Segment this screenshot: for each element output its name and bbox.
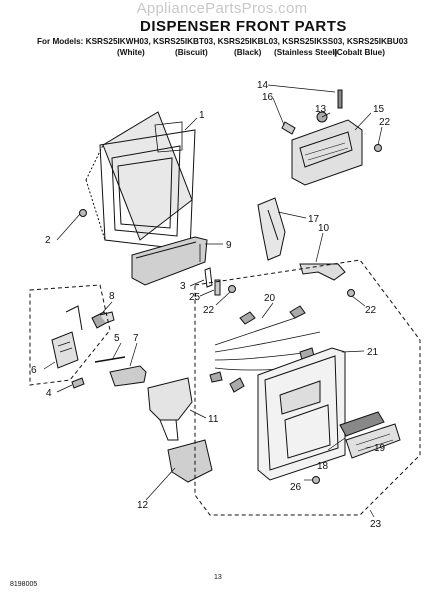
part-21-front-panel [257,347,346,481]
label-part-22-right: 22 [365,305,377,316]
document-number: 8198005 [10,581,38,588]
label-part-20: 20 [264,293,276,304]
label-part-5: 5 [114,333,120,344]
part-8-plug [91,311,115,329]
label-part-18: 18 [317,461,329,472]
part-26-screw [312,476,320,484]
model-list: For Models: KSRS25IKWH03, KSRS25IKBT03, … [37,37,408,46]
part-17-bracket [257,197,286,261]
page-number: 13 [214,574,222,581]
finish-stainless-steel: (Stainless Steel) [274,48,338,57]
label-part-4: 4 [46,388,52,399]
part-15-switch-housing [281,89,382,186]
part-9-drip-tray [131,236,208,286]
label-part-17: 17 [308,214,320,225]
finish-black: (Black) [234,48,262,57]
label-part-13: 13 [315,104,327,115]
label-part-6: 6 [31,365,37,376]
part-3-25-clips [79,209,355,297]
label-part-22-middle: 22 [203,305,215,316]
label-part-25: 25 [189,292,201,303]
part-12-cradle [167,439,213,483]
part-1-housing [85,111,196,251]
finish-biscuit: (Biscuit) [175,48,208,57]
label-part-12: 12 [137,500,149,511]
diagram-title: DISPENSER FRONT PARTS [140,18,347,35]
part-labels: 1 2 3 4 5 6 7 8 9 10 11 12 13 14 15 16 1… [31,80,391,530]
label-part-8: 8 [109,291,115,302]
label-part-2: 2 [45,235,51,246]
label-part-23: 23 [370,519,382,530]
label-part-15: 15 [373,104,385,115]
watermark: AppliancePartsPros.com [136,0,308,17]
label-part-22-upper: 22 [379,117,391,128]
part-18-19-control-pad [339,411,401,459]
label-part-1: 1 [199,110,205,121]
label-part-9: 9 [226,240,232,251]
part-20-wire-harness [209,305,321,393]
label-part-14: 14 [257,80,269,91]
label-part-10: 10 [318,223,330,234]
leader-lines [43,84,383,518]
part-10-lever [299,263,346,281]
finish-white: (White) [117,48,145,57]
label-part-26: 26 [290,482,302,493]
part-6-module [51,305,83,369]
finish-cobalt-blue: (Cobalt Blue) [334,48,385,57]
label-part-19: 19 [374,443,386,454]
label-part-7: 7 [133,333,139,344]
label-part-11: 11 [208,414,219,425]
label-part-16: 16 [262,92,274,103]
left-group-outline [29,284,111,386]
label-part-21: 21 [367,347,379,358]
part-23-assembly-outline [194,259,421,516]
part-11-actuator-arm [147,377,193,441]
label-part-3: 3 [180,281,186,292]
part-5-4-7-hardware [71,356,147,389]
